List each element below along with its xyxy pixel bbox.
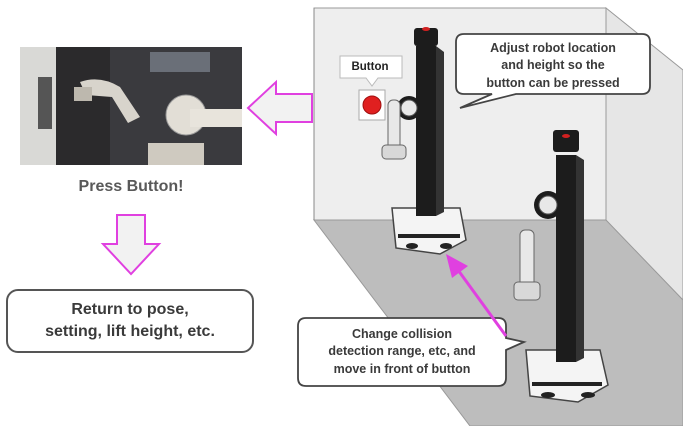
arrow-left xyxy=(248,82,312,134)
press-button-caption: Press Button! xyxy=(20,178,242,196)
wall-button xyxy=(359,90,385,120)
callout-collision-text: Change collision detection range, etc, a… xyxy=(298,326,506,378)
adjust-line-3: button can be pressed xyxy=(456,75,650,92)
return-line-1: Return to pose, xyxy=(71,299,188,321)
adjust-line-2: and height so the xyxy=(456,57,650,74)
callout-adjust-text: Adjust robot location and height so the … xyxy=(456,40,650,92)
robot-press-photo xyxy=(20,47,242,165)
return-to-pose-box: Return to pose, setting, lift height, et… xyxy=(6,289,254,353)
adjust-line-1: Adjust robot location xyxy=(456,40,650,57)
arrow-down xyxy=(103,215,159,274)
collision-line-3: move in front of button xyxy=(298,361,506,378)
collision-line-2: detection range, etc, and xyxy=(298,343,506,360)
button-tag-label: Button xyxy=(339,61,401,73)
return-line-2: setting, lift height, etc. xyxy=(45,321,215,343)
collision-line-1: Change collision xyxy=(298,326,506,343)
